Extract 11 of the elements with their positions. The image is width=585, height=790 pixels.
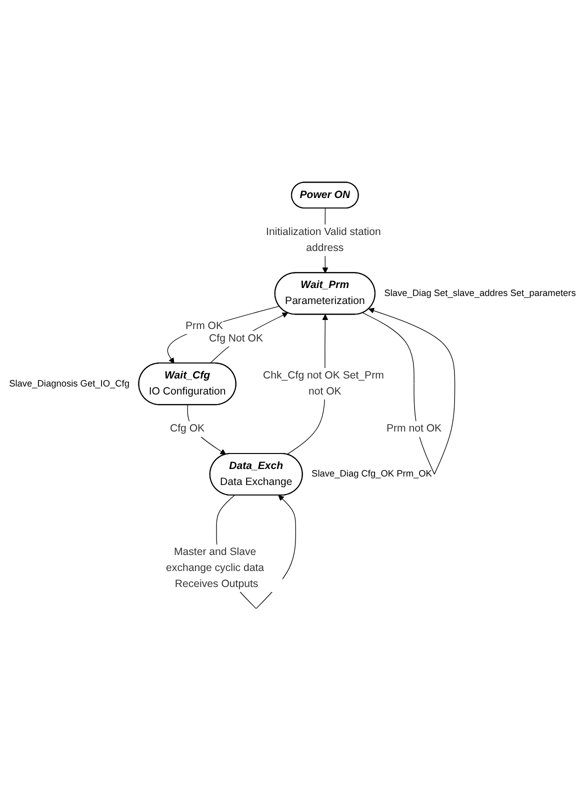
- arrow: [167, 305, 280, 364]
- edge-label: Prm not OK: [386, 422, 442, 434]
- state-note: Slave_Diag Cfg_OK Prm_OK: [312, 468, 432, 478]
- edge-label: Initialization Valid station address: [266, 226, 381, 254]
- state-note: Slave_Diag Set_slave_addres Set_parameters: [384, 287, 576, 298]
- edge-label: Cfg Not OK: [209, 332, 264, 344]
- edge-label: Prm OK: [186, 320, 224, 332]
- state-note: Slave_Diagnosis Get_IO_Cfg: [9, 378, 130, 388]
- edge-label: Chk_Cfg not OK Set_Prm not OK: [263, 370, 384, 397]
- edge-label: Master and Slave exchange cyclic data Receives Outputs: [166, 546, 264, 589]
- edge-label: Cfg OK: [170, 422, 205, 434]
